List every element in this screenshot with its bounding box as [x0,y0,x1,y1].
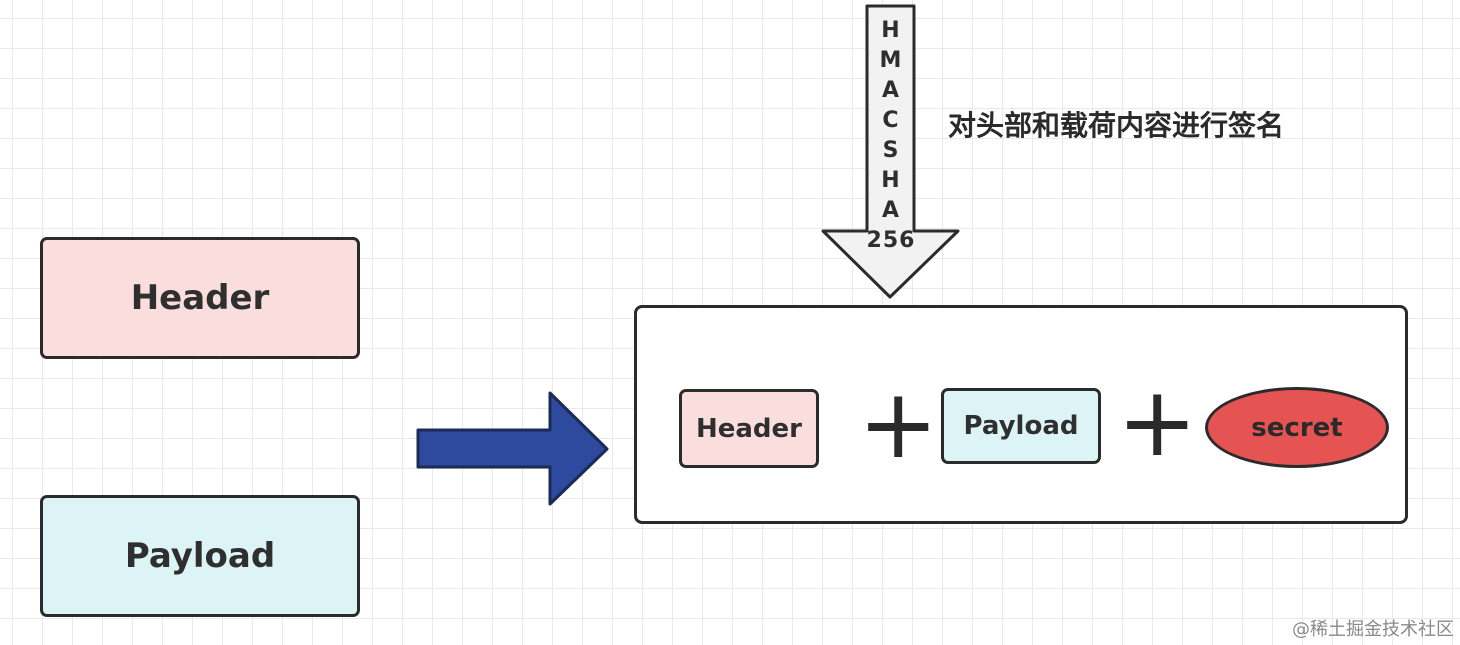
header-label: Header [130,278,270,318]
inner-header-label: Header [695,413,802,444]
watermark: @稀土掘金技术社区 [1292,619,1454,640]
plus-sign: + [858,368,939,480]
payload-box: Payload [40,495,360,617]
down-arrow-icon [821,4,960,299]
hmac-char: C [882,108,900,133]
sign-caption: 对头部和载荷内容进行签名 [948,109,1285,142]
inner-header-box: Header [679,389,819,468]
hmac-char: M [879,48,903,73]
hmac-char: A [881,198,901,223]
hmac-char: H [881,18,901,43]
secret-ellipse: secret [1205,387,1389,468]
hmac-char: H [881,168,901,193]
inner-payload-box: Payload [941,388,1101,464]
hmac-char: S [882,138,900,163]
plus-sign: + [1117,366,1198,478]
secret-label: secret [1251,412,1343,443]
hmac-char: 256 [866,228,916,253]
right-arrow-icon [416,391,609,506]
hmac-sha256-label: H M A C S H A 256 [866,16,916,256]
header-box: Header [40,237,360,359]
payload-label: Payload [124,536,276,576]
inner-payload-label: Payload [963,411,1079,441]
hmac-char: A [881,78,901,103]
